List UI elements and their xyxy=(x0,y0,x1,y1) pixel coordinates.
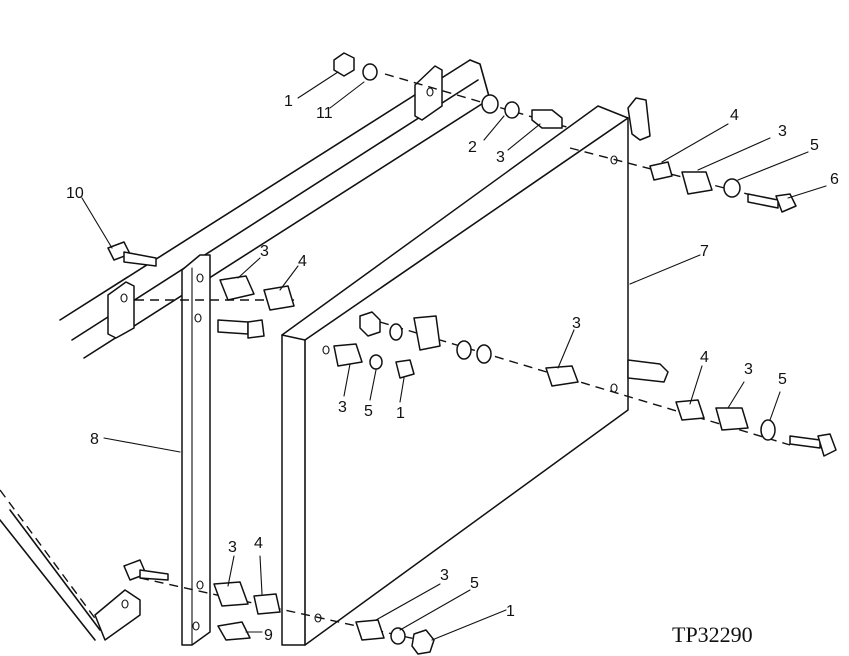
callout-labels: 1 11 2 3 4 3 5 6 10 3 4 7 3 3 5 1 4 3 5 … xyxy=(66,93,839,644)
callout-label: 4 xyxy=(298,253,307,270)
callout-label: 3 xyxy=(228,539,237,556)
upper-frame-rail xyxy=(59,59,491,359)
right-upper-fastener-group xyxy=(649,161,797,213)
figure-reference-id: TP32290 xyxy=(672,622,753,647)
callout-label: 8 xyxy=(90,431,99,448)
callout-label: 3 xyxy=(440,567,449,584)
top-fastener-group xyxy=(333,52,563,129)
left-middle-fastener-group xyxy=(107,241,295,339)
callout-label: 5 xyxy=(778,371,787,388)
callout-label: 1 xyxy=(506,603,515,620)
callout-label: 2 xyxy=(468,139,477,156)
leader-lines xyxy=(81,71,827,641)
callout-label: 3 xyxy=(496,149,505,166)
callout-label: 5 xyxy=(810,137,819,154)
callout-label: 10 xyxy=(66,185,84,202)
callout-label: 5 xyxy=(470,575,479,592)
side-bar xyxy=(181,254,211,646)
left-bracket xyxy=(107,281,135,339)
lower-frame-member xyxy=(0,489,141,641)
center-fastener-group xyxy=(333,311,579,387)
callout-label: 3 xyxy=(338,399,347,416)
callout-label: 1 xyxy=(396,405,405,422)
cooler-panel xyxy=(281,97,669,646)
right-lower-fastener-group xyxy=(675,399,837,457)
callout-label: 4 xyxy=(254,535,263,552)
callout-label: 1 xyxy=(284,93,293,110)
upper-right-bracket xyxy=(414,65,443,121)
callout-label: 4 xyxy=(700,349,709,366)
callout-label: 4 xyxy=(730,107,739,124)
callout-label: 3 xyxy=(778,123,787,140)
callout-label: 5 xyxy=(364,403,373,420)
callout-label: 9 xyxy=(264,627,273,644)
callout-label: 3 xyxy=(744,361,753,378)
callout-label: 6 xyxy=(830,171,839,188)
callout-label: 3 xyxy=(260,243,269,260)
callout-label: 7 xyxy=(700,243,709,260)
bottom-fastener-group xyxy=(123,559,435,655)
callout-label: 11 xyxy=(316,105,333,122)
callout-label: 3 xyxy=(572,315,581,332)
